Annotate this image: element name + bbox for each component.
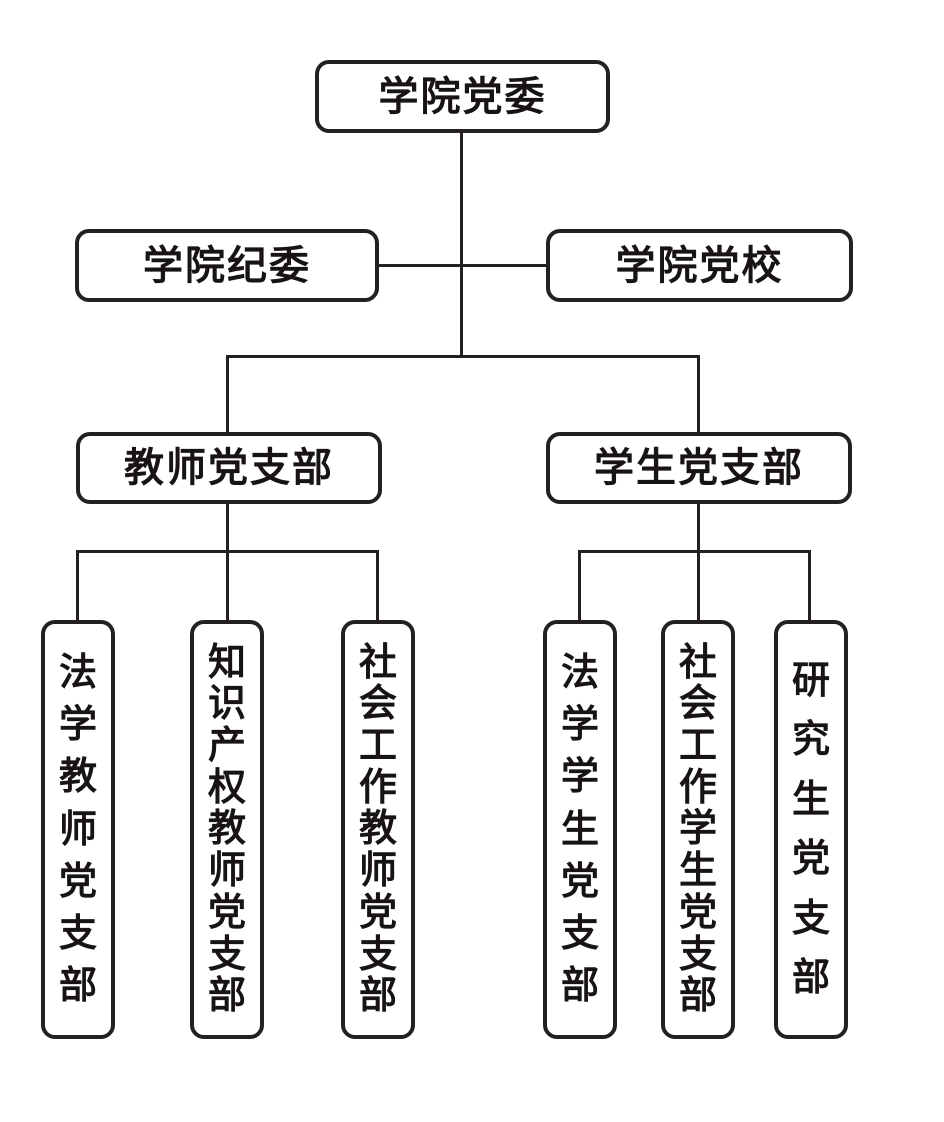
connector-drop-leaf-4	[578, 550, 581, 622]
connector-students-stem	[697, 503, 700, 552]
node-label: 知识产权教师党支部	[207, 641, 246, 1018]
node-students-party-branch: 学生党支部	[546, 432, 852, 504]
node-label: 学生党支部	[594, 445, 804, 490]
node-discipline-committee: 学院纪委	[75, 229, 379, 302]
node-label: 学院党校	[615, 242, 784, 288]
node-label: 学院纪委	[143, 242, 311, 288]
node-party-school: 学院党校	[546, 229, 853, 302]
node-socialwork-students-branch: 社会工作学生党支部	[661, 620, 735, 1039]
connector-root-stem	[460, 133, 463, 358]
node-label: 教师党支部	[124, 445, 334, 490]
connector-teachers-stem	[226, 503, 229, 552]
node-label: 法学教师党支部	[58, 652, 97, 1007]
connector-drop-leaf-5	[697, 550, 700, 622]
connector-right-rail	[578, 550, 811, 553]
node-ip-teachers-branch: 知识产权教师党支部	[190, 620, 264, 1039]
node-law-teachers-branch: 法学教师党支部	[41, 620, 115, 1039]
node-teachers-party-branch: 教师党支部	[76, 432, 382, 504]
connector-row2-link	[379, 264, 546, 267]
connector-drop-leaf-2	[226, 550, 229, 622]
node-graduate-students-branch: 研究生党支部	[774, 620, 848, 1039]
connector-drop-students	[697, 355, 700, 434]
connector-drop-leaf-3	[376, 550, 379, 622]
connector-drop-leaf-6	[808, 550, 811, 622]
node-socialwork-teachers-branch: 社会工作教师党支部	[341, 620, 415, 1039]
node-label: 学院党委	[378, 73, 547, 119]
node-college-party-committee: 学院党委	[315, 60, 610, 133]
connector-mid-rail	[226, 355, 700, 358]
connector-drop-teachers	[226, 355, 229, 434]
node-label: 研究生党支部	[791, 659, 830, 1000]
connector-drop-leaf-1	[76, 550, 79, 622]
node-label: 社会工作教师党支部	[358, 641, 397, 1018]
node-law-students-branch: 法学学生党支部	[543, 620, 617, 1039]
node-label: 法学学生党支部	[560, 652, 599, 1007]
node-label: 社会工作学生党支部	[678, 641, 717, 1018]
